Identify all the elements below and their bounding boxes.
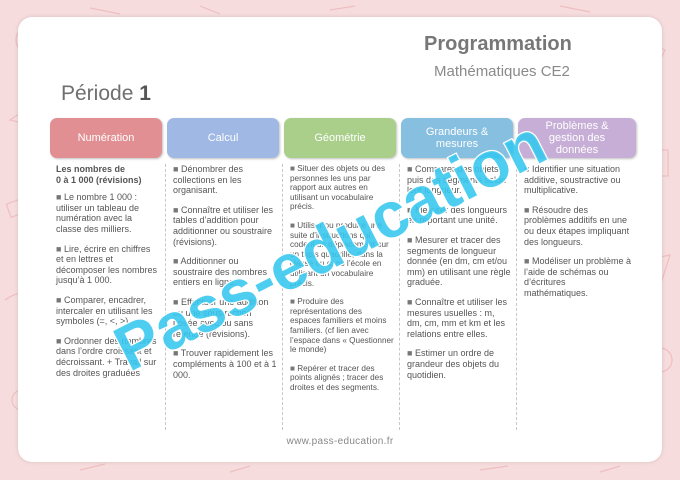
bullet-icon: ■ xyxy=(290,220,295,230)
bullet-icon: ■ xyxy=(173,164,179,174)
period-number: 1 xyxy=(139,82,151,105)
bullet-icon: ■ xyxy=(407,348,413,359)
column-geometrie: ■ Situer des objets ou des personnes les… xyxy=(290,164,394,430)
list-item: ■ Lire, écrire en chiffres et en lettres… xyxy=(56,244,160,286)
list-item: ■ Ordonner des nombres dans l’ordre croi… xyxy=(56,336,160,378)
list-item-text: Le nombre 1 000 : utiliser un tableau de… xyxy=(56,192,140,234)
header-calcul-label: Calcul xyxy=(207,132,239,144)
bullet-icon: ■ xyxy=(173,204,179,215)
bullet-icon: ■ xyxy=(290,363,295,373)
bullet-icon: ■ xyxy=(524,164,530,174)
bullet-icon: ■ xyxy=(407,296,413,307)
list-item-text: Utiliser ou produire une suite d’instruc… xyxy=(290,220,389,288)
list-item-text: Modéliser un problème à l’aide de schéma… xyxy=(524,256,632,298)
column-grandeurs: ■ Comparer des objets puis des segments … xyxy=(407,164,511,430)
list-item-text: Effectuer une addition ou une soustracti… xyxy=(173,296,269,339)
list-item: ■ Mesurer et tracer des segments de long… xyxy=(407,235,511,288)
header-geometrie: Géométrie xyxy=(284,118,396,158)
list-item: ■ Estimer un ordre de grandeur des objet… xyxy=(407,348,511,380)
list-item-text: Identifier une situation additive, soust… xyxy=(524,164,621,196)
footer-url: www.pass-education.fr xyxy=(286,436,394,447)
list-item-text: Mesurer des longueurs en reportant une u… xyxy=(407,204,508,226)
bullet-icon: ■ xyxy=(290,164,295,173)
column-divider xyxy=(165,164,166,430)
list-item-text: Repérer et tracer des points alignés ; t… xyxy=(290,363,384,392)
header-problemes: Problèmes & gestion des données xyxy=(518,118,636,158)
list-item: ■ Modéliser un problème à l’aide de sché… xyxy=(524,256,632,298)
list-item-text: Connaître et utiliser les mesures usuell… xyxy=(407,296,507,339)
list-item: ■ Produire des représentations des espac… xyxy=(290,297,394,355)
list-item: ■ Trouver rapidement les compléments à 1… xyxy=(173,348,277,380)
bullet-icon: ■ xyxy=(56,243,62,254)
list-item: ■ Le nombre 1 000 : utiliser un tableau … xyxy=(56,192,160,234)
column-divider xyxy=(399,164,400,430)
bullet-icon: ■ xyxy=(173,348,179,359)
list-item-text: Produire des représentations des espaces… xyxy=(290,297,394,355)
list-item-text: Trouver rapidement les compléments à 100… xyxy=(173,348,277,380)
bullet-icon: ■ xyxy=(173,256,179,267)
header-problemes-label: Problèmes & gestion des données xyxy=(545,120,609,156)
programme-card xyxy=(18,17,662,462)
period-heading: Période 1 xyxy=(61,82,151,106)
list-item: ■ Comparer des objets puis des segments … xyxy=(407,164,511,196)
list-item-text: Estimer un ordre de grandeur des objets … xyxy=(407,348,500,380)
column-numeration: Les nombres de 0 à 1 000 (révisions) ■ Le… xyxy=(56,164,160,430)
header-numeration-label: Numération xyxy=(77,132,135,144)
list-item: ■ Situer des objets ou des personnes les… xyxy=(290,164,394,212)
column-heading: Les nombres de 0 à 1 000 (révisions) xyxy=(56,164,142,185)
bullet-icon: ■ xyxy=(173,296,179,307)
page-subtitle: Mathématiques CE2 xyxy=(434,63,570,80)
list-item: ■ Identifier une situation additive, sou… xyxy=(524,164,632,196)
list-item-text: Comparer des objets puis des segments se… xyxy=(407,164,507,196)
column-problemes: ■ Identifier une situation additive, sou… xyxy=(524,164,632,430)
list-item-text: Mesurer et tracer des segments de longue… xyxy=(407,234,511,288)
list-item: ■ Comparer, encadrer, intercaler en util… xyxy=(56,295,160,327)
column-calcul: ■ Dénombrer des collections en les organ… xyxy=(173,164,277,430)
bullet-icon: ■ xyxy=(524,204,530,215)
bullet-icon: ■ xyxy=(407,204,413,215)
list-item-text: Résoudre des problèmes additifs en une o… xyxy=(524,204,630,247)
bullet-icon: ■ xyxy=(56,294,62,305)
bullet-icon: ■ xyxy=(56,335,62,346)
list-item-text: Comparer, encadrer, intercaler en utilis… xyxy=(56,294,153,327)
header-numeration: Numération xyxy=(50,118,162,158)
list-item: ■ Résoudre des problèmes additifs en une… xyxy=(524,205,632,247)
period-label: Période xyxy=(61,82,134,105)
header-grandeurs: Grandeurs & mesures xyxy=(401,118,513,158)
list-item: ■ Dénombrer des collections en les organ… xyxy=(173,164,277,196)
header-calcul: Calcul xyxy=(167,118,279,158)
list-item: ■ Mesurer des longueurs en reportant une… xyxy=(407,205,511,226)
list-item-text: Situer des objets ou des personnes les u… xyxy=(290,164,386,212)
column-headers: Numération Calcul Géométrie Grandeurs & … xyxy=(50,118,636,158)
list-item-text: Ordonner des nombres dans l’ordre croiss… xyxy=(56,335,157,378)
list-item-text: Additionner ou soustraire des nombres en… xyxy=(173,256,268,288)
bullet-icon: ■ xyxy=(407,164,413,174)
header-grandeurs-label: Grandeurs & mesures xyxy=(425,126,489,150)
list-item-text: Lire, écrire en chiffres et en lettres e… xyxy=(56,243,158,286)
bullet-icon: ■ xyxy=(524,256,530,267)
column-divider xyxy=(516,164,517,430)
list-item: ■ Connaître et utiliser les tables d’add… xyxy=(173,205,277,247)
list-item: ■ Repérer et tracer des points alignés ;… xyxy=(290,364,394,393)
header-geometrie-label: Géométrie xyxy=(314,132,366,144)
list-item-text: Connaître et utiliser les tables d’addit… xyxy=(173,204,273,247)
bullet-icon: ■ xyxy=(56,192,62,203)
list-item-text: Dénombrer des collections en les organis… xyxy=(173,164,243,196)
page-title: Programmation xyxy=(424,33,572,55)
list-item: ■ Utiliser ou produire une suite d’instr… xyxy=(290,221,394,288)
bullet-icon: ■ xyxy=(290,297,295,307)
list-item: ■ Additionner ou soustraire des nombres … xyxy=(173,256,277,288)
bullet-icon: ■ xyxy=(407,234,413,245)
list-item: ■ Effectuer une addition ou une soustrac… xyxy=(173,297,277,339)
column-divider xyxy=(282,164,283,430)
list-item: ■ Connaître et utiliser les mesures usue… xyxy=(407,297,511,339)
